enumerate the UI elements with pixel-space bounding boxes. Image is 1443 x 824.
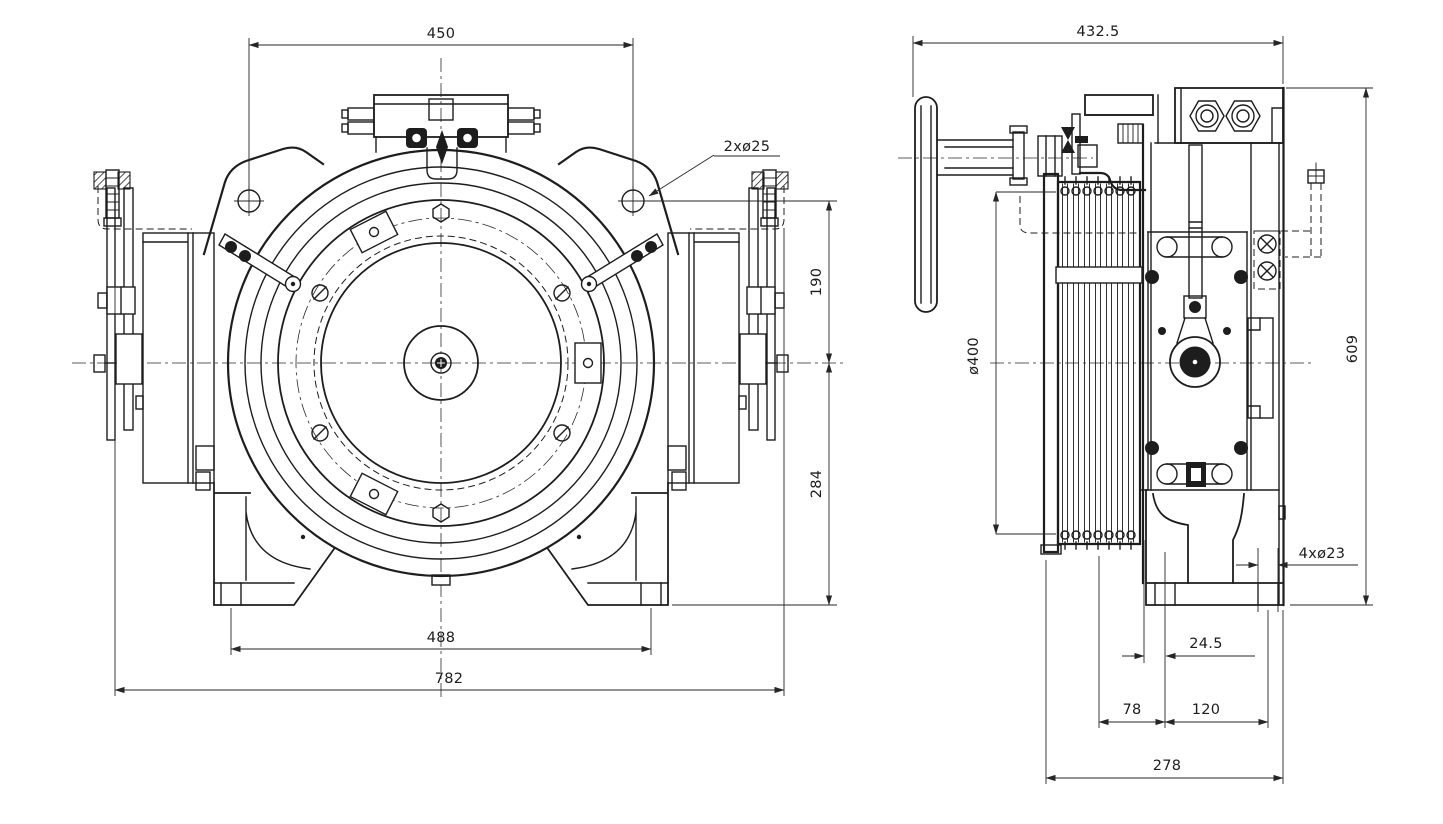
dim-side-hole-offset: 78 xyxy=(1122,702,1141,718)
hidden-bolt-details xyxy=(1253,162,1325,290)
cable-gland-right-icon xyxy=(507,107,541,135)
side-terminal-box xyxy=(1154,87,1284,144)
front-right-bracket xyxy=(667,169,789,491)
dim-side-foot-hole-callout: 4xø23 xyxy=(1299,546,1346,562)
sheave-guard-bolts xyxy=(1060,176,1136,550)
lifting-arrow-icon xyxy=(436,130,448,164)
rope-guard-band xyxy=(1055,266,1143,284)
side-foot xyxy=(1145,489,1284,606)
front-brake-arms xyxy=(218,233,664,293)
dim-front-foot-span: 488 xyxy=(427,630,456,646)
dim-front-upper-height: 190 xyxy=(809,268,825,297)
dimensions: 450 2xø25 190 284 488 782 432.5 ø400 609 xyxy=(114,24,1373,784)
cable-gland-icon xyxy=(1189,100,1261,132)
dim-side-hole-pitch: 120 xyxy=(1192,702,1221,718)
front-bolt-circle-features xyxy=(311,203,602,523)
side-handwheel xyxy=(914,96,938,313)
dim-sheave-diameter: ø400 xyxy=(966,337,982,375)
side-machine-body xyxy=(1140,86,1325,607)
side-brake-shaft xyxy=(936,113,1147,234)
dim-front-hole-callout: 2xø25 xyxy=(724,139,771,155)
dim-side-top-width: 432.5 xyxy=(1076,24,1119,40)
front-housing-ears xyxy=(202,146,680,256)
front-view xyxy=(72,58,845,700)
dim-front-top-width: 450 xyxy=(427,26,456,42)
cable-gland-left-icon xyxy=(341,107,375,135)
front-terminal-box xyxy=(341,94,541,180)
front-left-bracket xyxy=(93,169,215,491)
front-feet xyxy=(213,482,669,606)
dim-side-overall-height: 609 xyxy=(1345,335,1361,364)
dim-front-lower-height: 284 xyxy=(809,470,825,499)
dim-side-overall-depth: 278 xyxy=(1153,758,1182,774)
front-side-panels xyxy=(135,232,747,484)
side-view xyxy=(898,86,1325,607)
brake-release-lever-icon xyxy=(1061,127,1075,140)
dim-front-overall-width: 782 xyxy=(435,671,464,687)
dim-side-face-to-hole: 24.5 xyxy=(1189,636,1223,652)
side-traction-sheave xyxy=(1040,172,1143,555)
